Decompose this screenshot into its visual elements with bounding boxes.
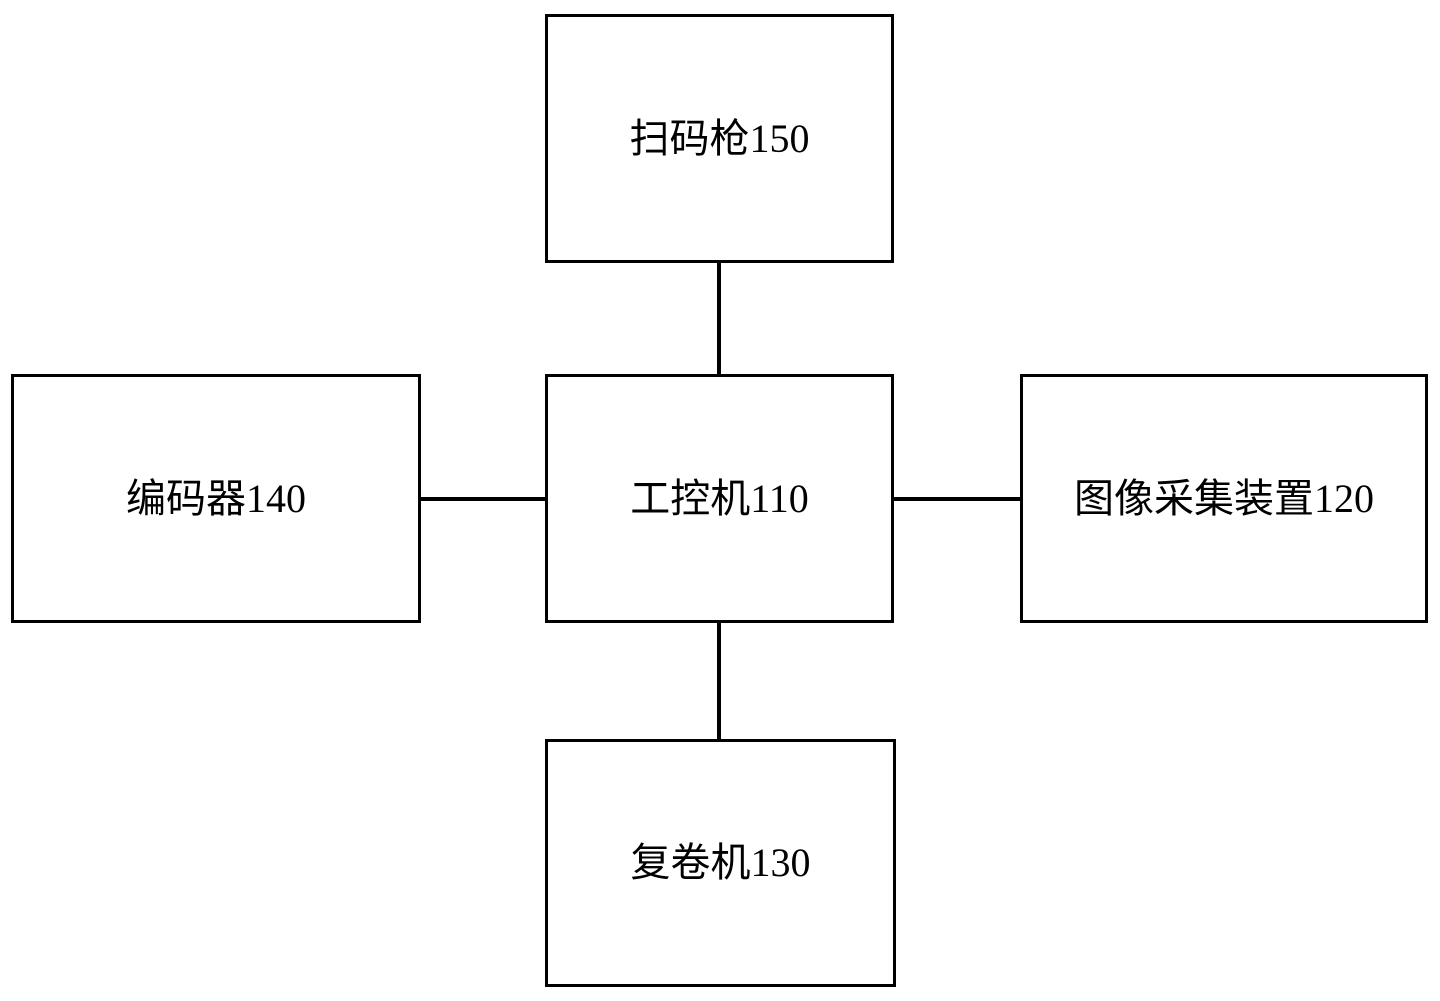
node-image-acquisition-device: 图像采集装置120 (1020, 374, 1428, 623)
node-industrial-pc-label: 工控机110 (630, 475, 809, 521)
connector-encoder-to-ipc (418, 497, 549, 501)
node-scanner: 扫码枪150 (545, 14, 894, 263)
node-scanner-label: 扫码枪150 (629, 115, 810, 161)
connector-ipc-to-imaging (891, 497, 1024, 501)
connector-scanner-to-ipc (717, 258, 721, 378)
connector-ipc-to-rewinder (717, 619, 721, 743)
node-image-acquisition-device-label: 图像采集装置120 (1074, 475, 1374, 521)
node-encoder: 编码器140 (11, 374, 421, 623)
node-rewinder-label: 复卷机130 (630, 840, 811, 885)
node-encoder-label: 编码器140 (126, 475, 306, 521)
node-industrial-pc: 工控机110 (545, 374, 894, 623)
node-rewinder: 复卷机130 (545, 739, 896, 987)
